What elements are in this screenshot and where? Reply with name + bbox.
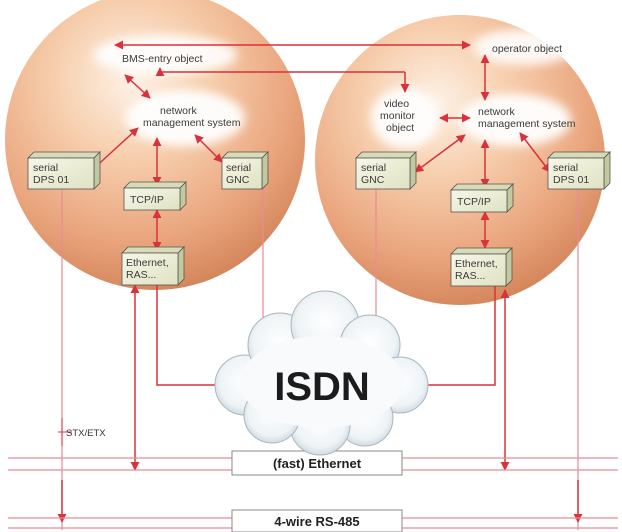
rs485-label: 4-wire RS-485 (274, 514, 359, 529)
rs485-bus: 4-wire RS-485 (8, 509, 618, 532)
stx-etx-marker: STX/ETX (58, 418, 106, 446)
right-ethernet-label-1: Ethernet, (455, 258, 498, 270)
left-serial-dps-box: serial DPS 01 (27, 151, 101, 190)
right-tcpip-label: TCP/IP (457, 196, 491, 208)
bms-entry-label: BMS-entry object (122, 53, 203, 65)
left-nms-label-2: management system (143, 117, 241, 129)
video-label-1: video (384, 98, 409, 110)
left-serial-gnc-label-2: GNC (226, 174, 250, 186)
right-operator-glow (473, 29, 577, 65)
left-serial-gnc-box: serial GNC (221, 151, 269, 190)
isdn-cloud: ISDN (214, 290, 429, 456)
isdn-label: ISDN (274, 365, 370, 409)
left-serial-dps-label-1: serial (33, 162, 58, 174)
operator-label: operator object (492, 43, 562, 55)
right-serial-gnc-label-1: serial (361, 162, 386, 174)
left-serial-dps-label-2: DPS 01 (33, 174, 69, 186)
right-serial-gnc-label-2: GNC (361, 174, 385, 186)
right-serial-gnc-box: serial GNC (355, 151, 417, 190)
right-serial-dps-label-1: serial (553, 162, 578, 174)
right-tcpip-box: TCP/IP (450, 183, 514, 213)
left-serial-gnc-label-1: serial (226, 162, 251, 174)
left-ethernet-label-1: Ethernet, (126, 257, 169, 269)
left-ethernet-label-2: RAS... (126, 269, 156, 281)
left-nms-label-1: network (160, 105, 198, 117)
right-ethernet-box: Ethernet, RAS... (450, 247, 513, 287)
right-serial-dps-label-2: DPS 01 (553, 174, 589, 186)
fast-ethernet-bus: (fast) Ethernet (8, 450, 618, 476)
fast-ethernet-label: (fast) Ethernet (273, 456, 362, 471)
stx-etx-label: STX/ETX (66, 428, 106, 439)
left-tcpip-box: TCP/IP (123, 181, 187, 211)
right-nms-label-2: management system (478, 118, 576, 130)
right-nms-label-1: network (478, 106, 516, 118)
video-label-2: monitor (380, 110, 416, 122)
left-ethernet-box: Ethernet, RAS... (121, 246, 185, 286)
bus-drop-lines (61, 185, 579, 530)
left-tcpip-label: TCP/IP (130, 194, 164, 206)
right-ethernet-label-2: RAS... (455, 270, 485, 282)
right-video-glow (371, 88, 439, 148)
right-serial-dps-box: serial DPS 01 (547, 151, 611, 190)
video-label-3: object (386, 122, 414, 134)
left-nms-glow (125, 90, 245, 146)
